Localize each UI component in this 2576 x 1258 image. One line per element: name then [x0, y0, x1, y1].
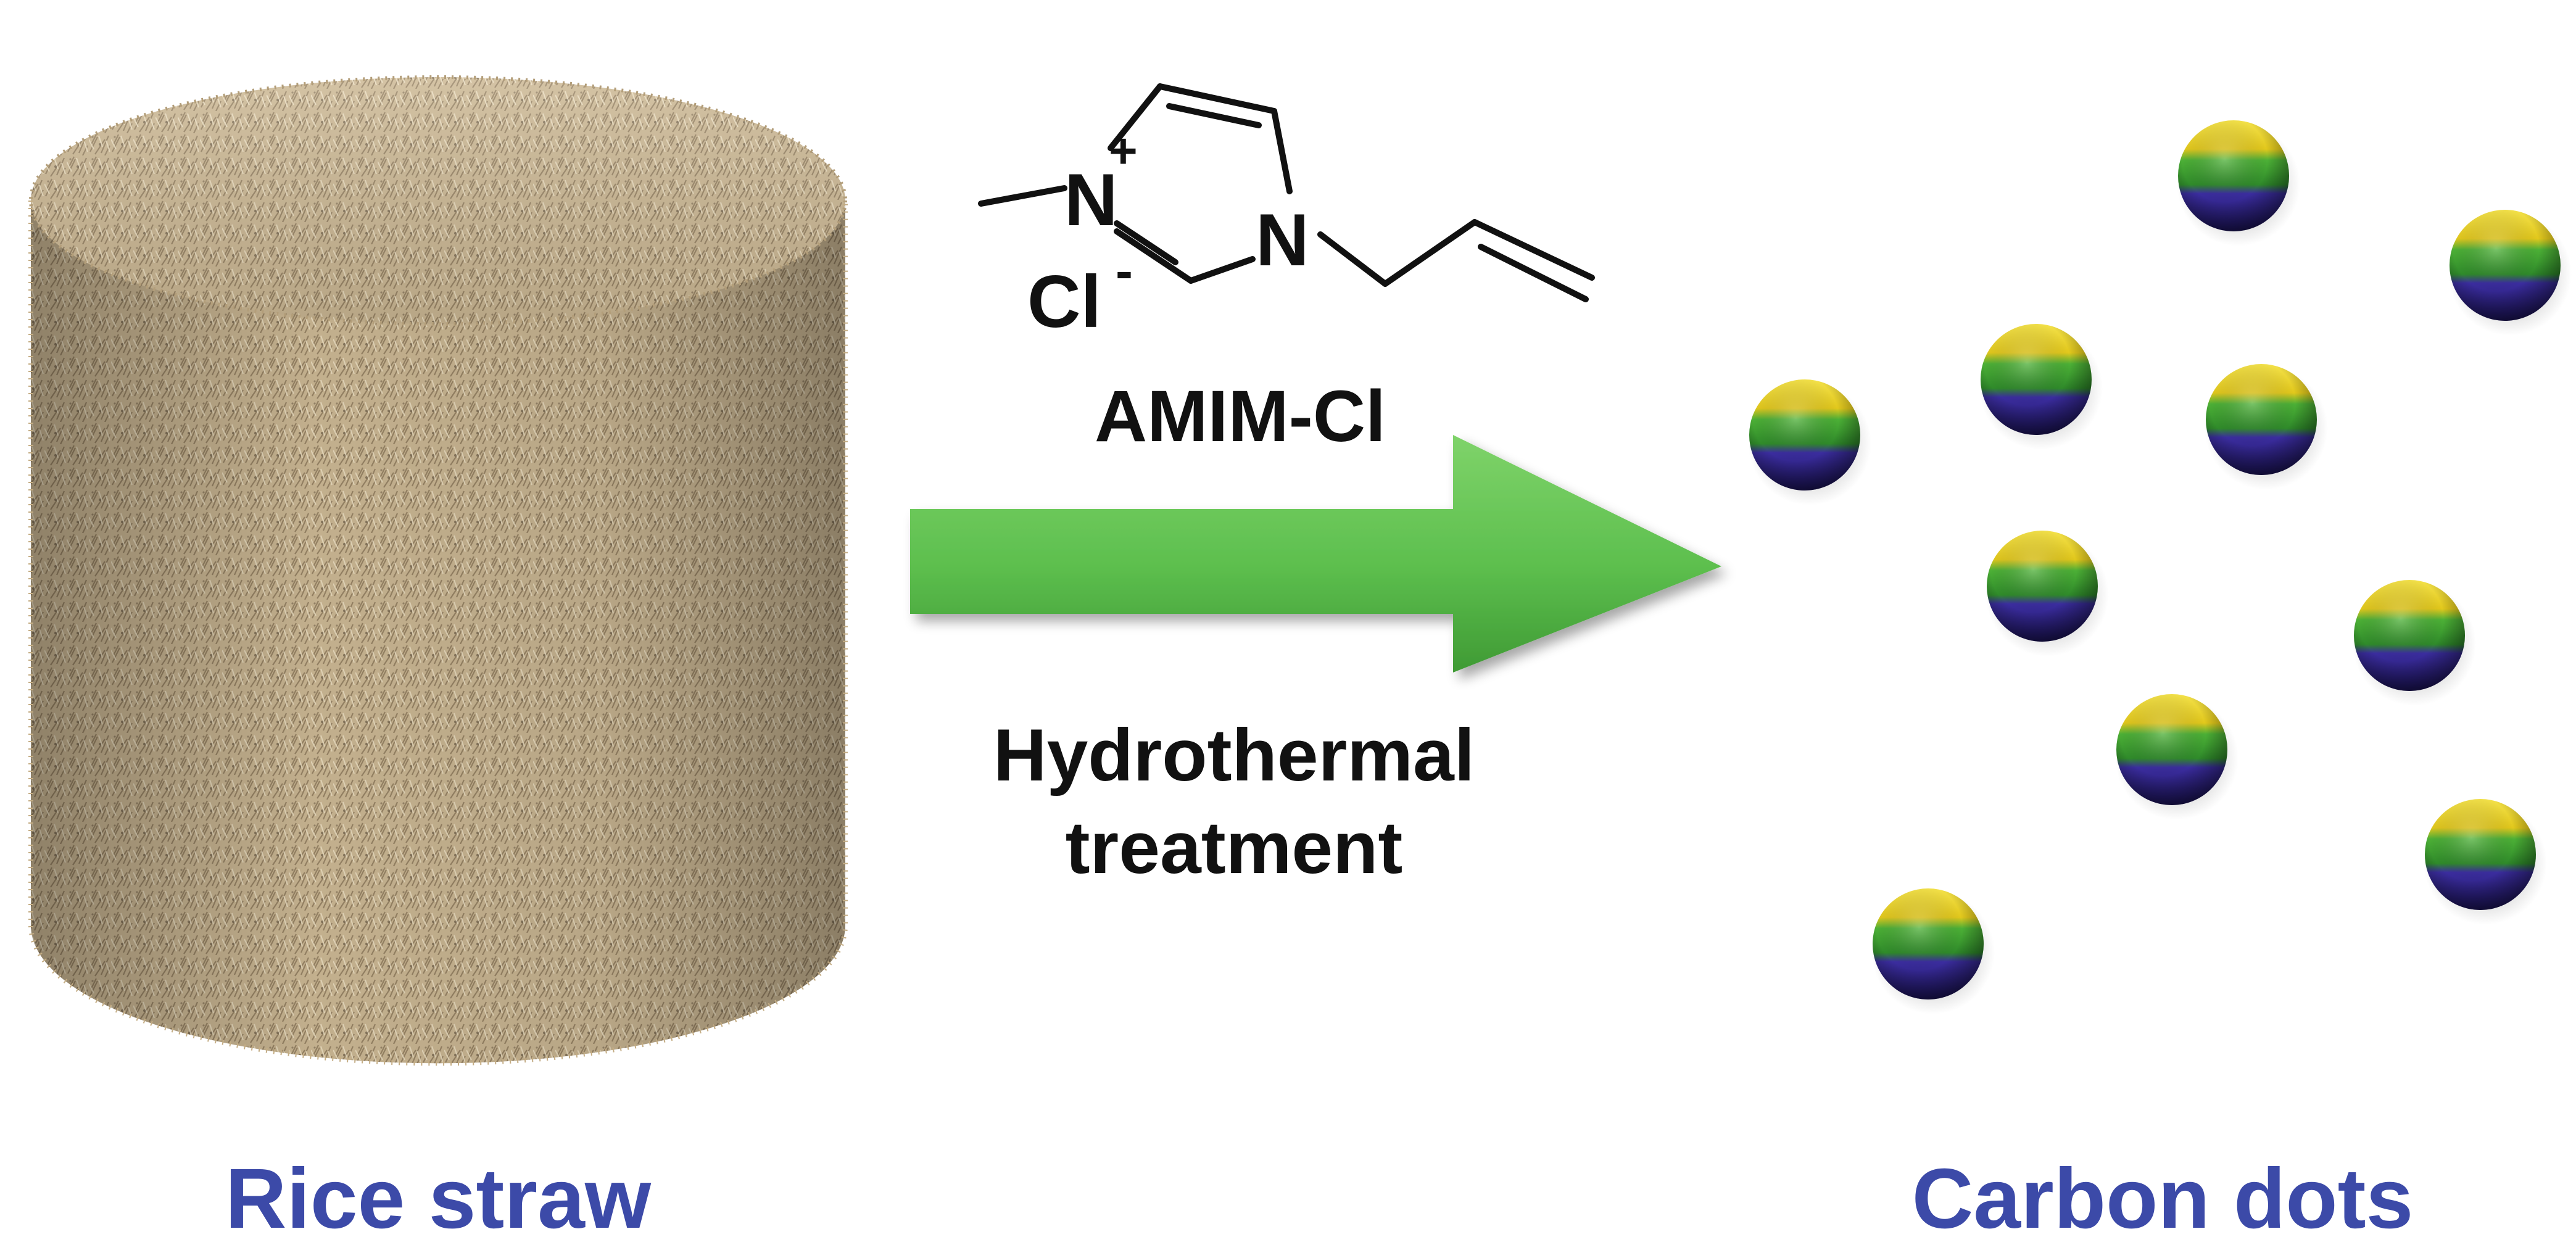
- atom-n-plus: N: [1064, 159, 1118, 241]
- ring-double-bond: [1166, 103, 1262, 128]
- atom-cl: Cl: [1027, 260, 1101, 343]
- process-label-line1: Hydrothermal: [993, 714, 1475, 797]
- ring-bond: [1157, 83, 1277, 114]
- allyl-bond: [1382, 219, 1478, 287]
- carbon-dot: [2448, 210, 2572, 336]
- rice-straw-cylinder: [28, 75, 848, 1066]
- ring-bond: [1108, 83, 1163, 151]
- carbon-dot: [2115, 694, 2238, 820]
- atom-charge-minus: -: [1116, 242, 1133, 300]
- carbon-dot: [1871, 888, 1995, 1014]
- methyl-bond: [978, 185, 1067, 207]
- carbon-dots: [1748, 120, 2572, 1014]
- output-label: Carbon dots: [1912, 1151, 2414, 1246]
- carbon-dot: [2424, 799, 2547, 925]
- ring-bond: [1114, 228, 1194, 284]
- process-arrow: [910, 435, 1721, 672]
- amim-cl-structure: [978, 83, 1595, 302]
- atom-n: N: [1256, 199, 1309, 281]
- carbon-dot: [1748, 379, 1871, 505]
- reagent-name: AMIM-Cl: [1095, 376, 1386, 457]
- ring-bond: [1271, 108, 1293, 194]
- allyl-double-bond: [1478, 244, 1589, 302]
- carbon-dot: [2205, 364, 2328, 490]
- ring-bond: [1188, 256, 1256, 284]
- atom-charge-plus: +: [1109, 123, 1138, 178]
- carbon-dot: [1986, 531, 2109, 656]
- input-label: Rice straw: [225, 1151, 652, 1246]
- allyl-bond: [1317, 231, 1388, 287]
- carbon-dot: [2177, 120, 2300, 246]
- ring-double-bond: [1114, 220, 1178, 265]
- carbon-dot: [2353, 580, 2476, 706]
- allyl-bond: [1472, 219, 1595, 281]
- process-label-line2: treatment: [1066, 806, 1403, 889]
- carbon-dot: [1979, 324, 2103, 450]
